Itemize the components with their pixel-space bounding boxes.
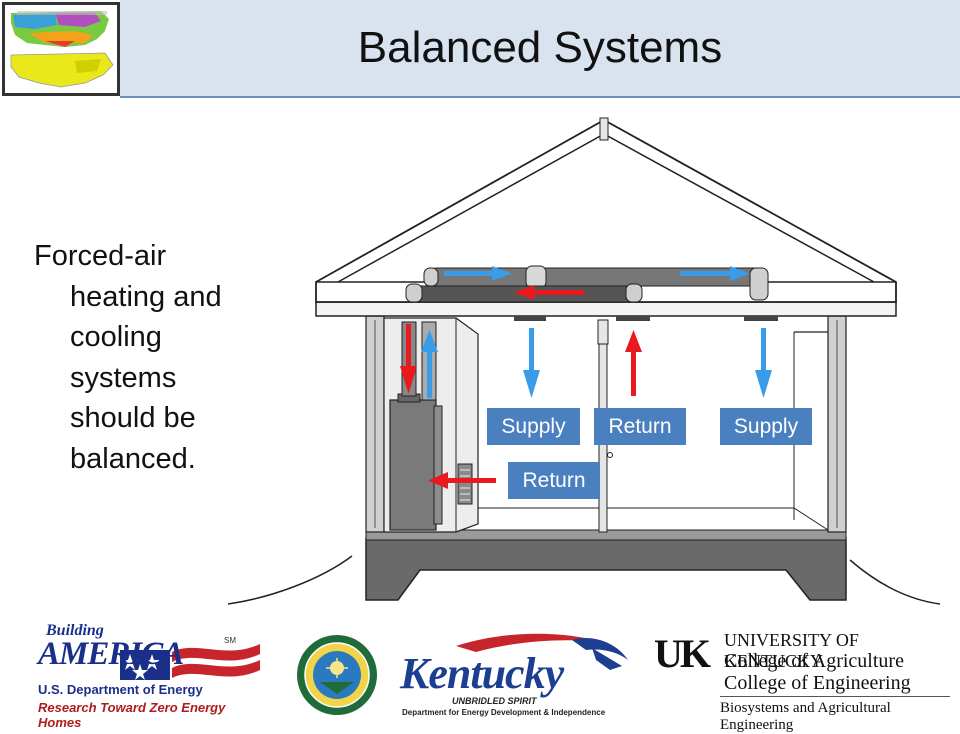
return-arrow-to-furnace [428,472,496,489]
kentucky-wordmark: Kentucky [400,649,564,698]
furnace-return-arrow-down [400,324,417,394]
return-register-middle [616,316,650,321]
kentucky-logo: Kentucky UNBRIDLED SPIRIT Department for… [396,626,636,720]
roof [315,118,897,303]
doe-seal-icon [297,635,377,715]
building-america-logo: Building AMERICA SM U.S. Department of E… [36,622,266,730]
house-airflow-diagram [227,117,941,605]
return-label-middle: Return [594,408,686,445]
building-america-line2: Research Toward Zero Energy Homes [38,700,226,730]
attic-supply-arrow-right [680,266,750,281]
page-title: Balanced Systems [357,23,723,72]
return-arrows [400,285,642,489]
return-arrow-middle-room [625,330,642,396]
attic-supply-arrow-left [444,266,512,281]
bullet-list: Forced-air heating and cooling systems s… [34,236,264,479]
supply-register-left [514,316,546,321]
building-america-title: AMERICA [38,636,184,672]
building-america-mark: SM [224,636,236,645]
ground-line-right [849,559,941,605]
building-america-line1: U.S. Department of Energy [38,682,203,697]
kentucky-tagline: UNBRIDLED SPIRIT [452,696,537,706]
slide-header: Balanced Systems [0,0,960,98]
attic-return-arrow [514,285,584,300]
uk-line3: College of Engineering [724,672,911,694]
kentucky-department: Department for Energy Development & Inde… [402,708,606,717]
title-bar [120,0,960,98]
supply-arrows [421,266,772,398]
us-map-icon [5,5,117,93]
attic-duct-upper [427,267,763,287]
furnace [389,399,437,531]
furnace-supply-arrow-up [421,330,438,398]
uk-line2: College of Agriculture [724,650,904,672]
building-america-title-top: Building [46,622,104,639]
foundation [365,537,847,601]
sponsor-logos: Building AMERICA SM U.S. Department of E… [0,620,960,733]
supply-register-right [744,316,778,321]
uk-line4: Biosystems and Agricultural Engineering [720,700,891,733]
ground-line-left [227,555,353,605]
supply-arrow-right-room [755,328,772,398]
flag-icon [120,644,260,680]
supply-label-left: Supply [487,408,580,445]
supply-label-right: Supply [720,408,812,445]
uk-logo: UK UNIVERSITY OF KENTUCKY College of Agr… [652,626,952,733]
climate-map-thumbnail [2,2,120,96]
uk-line1: UNIVERSITY OF KENTUCKY [724,630,859,671]
return-label-lower: Return [508,462,600,499]
ceiling-joist [315,301,897,317]
uk-divider [720,696,950,697]
bullet-item: Forced-air heating and cooling systems s… [34,240,222,475]
uk-mark: UK [654,631,711,676]
supply-arrow-left-room [523,328,540,398]
horse-swoosh-icon [456,633,628,670]
